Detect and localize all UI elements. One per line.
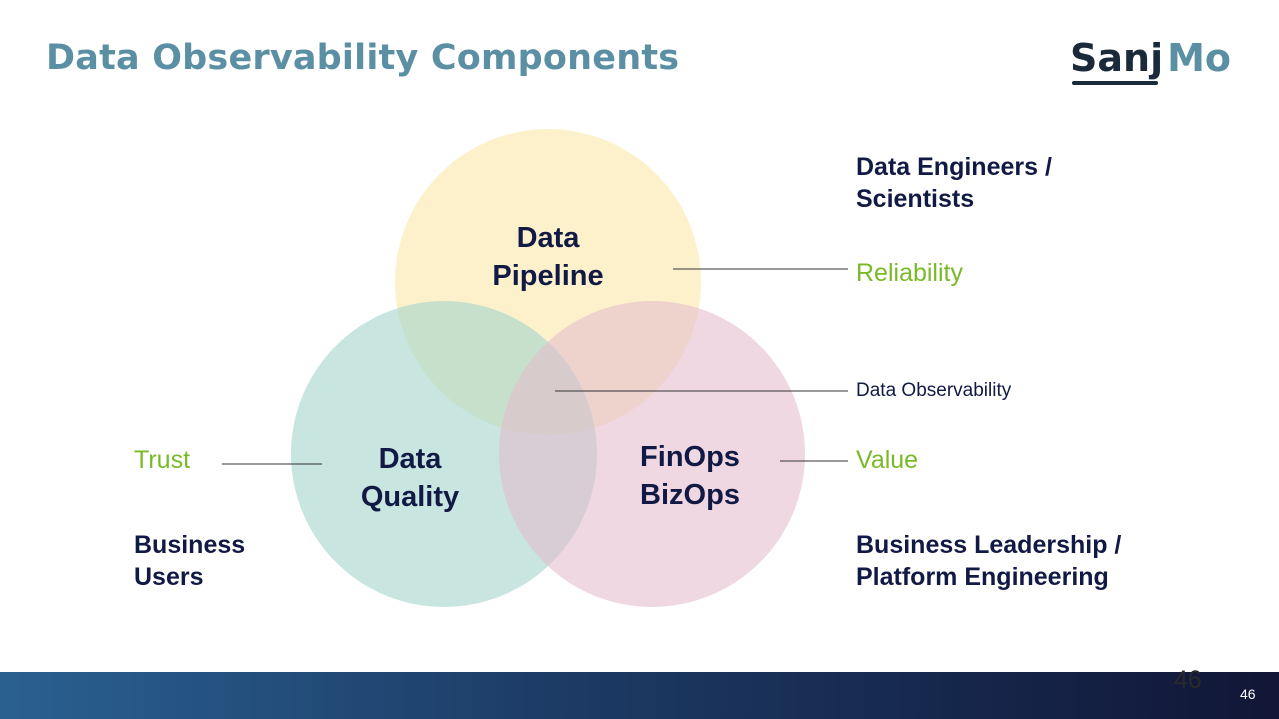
finops-audience: Business Leadership / Platform Engineeri… <box>856 531 1122 591</box>
page-number-small: 46 <box>1240 686 1256 702</box>
footer-bar <box>0 672 1279 719</box>
label-data-quality: Data Quality <box>360 443 460 513</box>
circle-finops-bizops <box>499 301 805 607</box>
logo-underline <box>1072 81 1158 85</box>
pipeline-audience: Data Engineers / Scientists <box>856 153 1052 213</box>
slide-title: Data Observability Components <box>46 38 680 78</box>
page-number-large: 46 <box>1174 666 1202 694</box>
outcome-reliability: Reliability <box>856 259 963 287</box>
outcome-trust: Trust <box>134 446 191 474</box>
label-data-observability: Data Observability <box>856 380 1012 401</box>
label-data-pipeline: Data Pipeline <box>492 222 604 292</box>
logo-part-sanj: Sanj <box>1070 36 1164 80</box>
quality-audience: Business Users <box>134 531 246 591</box>
label-finops-bizops: FinOps BizOps <box>640 441 740 511</box>
logo-part-mo: Mo <box>1167 36 1232 80</box>
outcome-value: Value <box>856 446 919 474</box>
